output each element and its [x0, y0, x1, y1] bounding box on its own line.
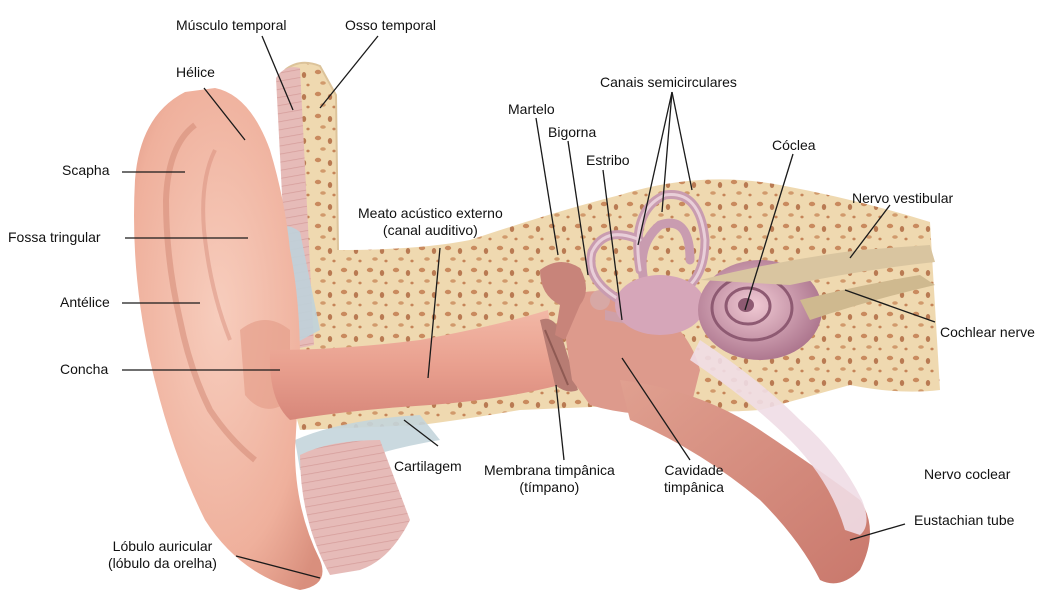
label-cavidade-line2: timpânica	[664, 479, 724, 496]
label-musculo-temporal: Músculo temporal	[176, 17, 287, 34]
label-meato: Meato acústico externo (canal auditivo)	[358, 205, 503, 239]
label-nervo-vestibular: Nervo vestibular	[852, 190, 953, 207]
label-estribo: Estribo	[586, 152, 630, 169]
label-canais: Canais semicirculares	[600, 74, 737, 91]
label-cochlear-nerve: Cochlear nerve	[940, 324, 1035, 341]
label-osso-temporal: Osso temporal	[345, 17, 436, 34]
label-meato-line2: (canal auditivo)	[358, 222, 503, 239]
label-antelice: Antélice	[60, 294, 110, 311]
label-bigorna: Bigorna	[548, 124, 596, 141]
label-concha: Concha	[60, 361, 108, 378]
label-martelo: Martelo	[508, 101, 555, 118]
label-cartilagem: Cartilagem	[394, 458, 462, 475]
label-scapha: Scapha	[62, 162, 109, 179]
label-cavidade-line1: Cavidade	[664, 462, 724, 479]
label-membrana-line1: Membrana timpânica	[484, 462, 615, 479]
label-lobulo: Lóbulo auricular (lóbulo da orelha)	[108, 538, 217, 572]
label-eustachian-tube: Eustachian tube	[914, 512, 1014, 529]
label-fossa-tringular: Fossa tringular	[8, 229, 101, 246]
vestibule	[615, 275, 705, 335]
label-lobulo-line1: Lóbulo auricular	[108, 538, 217, 555]
label-nervo-coclear: Nervo coclear	[924, 466, 1010, 483]
label-helice: Hélice	[176, 64, 215, 81]
label-coclea: Cóclea	[772, 137, 816, 154]
label-membrana-line2: (tímpano)	[484, 479, 615, 496]
label-cavidade: Cavidade timpânica	[664, 462, 724, 496]
label-lobulo-line2: (lóbulo da orelha)	[108, 555, 217, 572]
label-meato-line1: Meato acústico externo	[358, 205, 503, 222]
label-membrana: Membrana timpânica (tímpano)	[484, 462, 615, 496]
